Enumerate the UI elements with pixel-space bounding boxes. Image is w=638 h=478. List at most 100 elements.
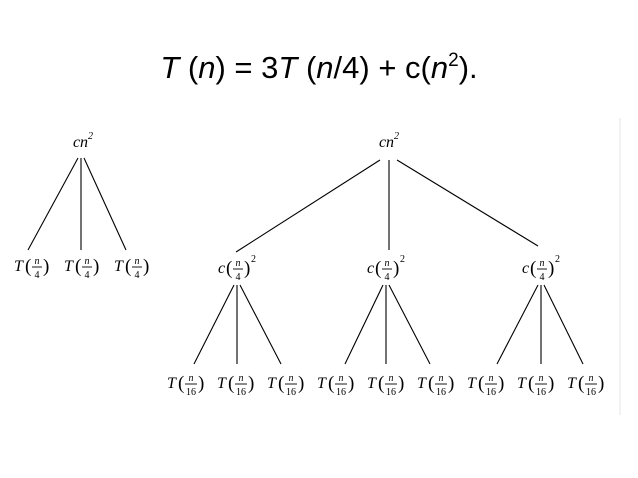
right-edge-a1 [193, 284, 235, 365]
left-child-1-lparen: ( [25, 256, 31, 277]
left-child-1-num: n [35, 256, 40, 267]
right-leaf-2-fn: T [217, 375, 227, 392]
right-leaf-7: T ( n 16 ) [467, 373, 504, 398]
right-leaf-2-rparen: ) [248, 373, 254, 394]
right-leaf-9-lparen: ( [578, 373, 584, 394]
right-level1-node-1-lparen: ( [226, 258, 232, 279]
right-leaf-5-rparen: ) [398, 373, 404, 394]
right-leaf-8-rparen: ) [548, 373, 554, 394]
right-leaf-8-den: 16 [536, 387, 546, 398]
right-level1-node-3-lparen: ( [530, 258, 536, 279]
right-level1-node-1-den: 4 [236, 272, 241, 283]
right-leaf-4-rparen: ) [348, 373, 354, 394]
right-level1-node-2-rparen: ) [393, 258, 399, 279]
right-leaf-6-den: 16 [436, 387, 446, 398]
right-leaf-6-fn: T [417, 375, 427, 392]
right-leaf-4-fn: T [317, 375, 327, 392]
right-level1-node-3-rparen: ) [548, 258, 554, 279]
right-leaf-6: T ( n 16 ) [417, 373, 454, 398]
right-leaf-7-fn: T [467, 375, 477, 392]
right-level1-node-2-num: n [385, 258, 390, 269]
right-leaf-1: T ( n 16 ) [167, 373, 204, 398]
right-leaf-3-fn: T [267, 375, 277, 392]
left-child-2-lparen: ( [75, 256, 81, 277]
right-leaf-9-rparen: ) [598, 373, 604, 394]
right-leaf-2-num: n [239, 373, 244, 384]
right-leaf-8-lparen: ( [528, 373, 534, 394]
left-child-2-rparen: ) [93, 256, 99, 277]
left-child-1: T ( n 4 ) [14, 256, 49, 281]
left-child-3: T ( n 4 ) [114, 256, 149, 281]
left-edge-1 [27, 157, 79, 251]
right-leaf-5-fn: T [367, 375, 377, 392]
right-level1-node-1-num: n [236, 258, 241, 269]
right-leaf-6-lparen: ( [428, 373, 434, 394]
right-level1-node-2-den: 4 [385, 272, 390, 283]
right-edge-root-1 [235, 159, 381, 253]
right-leaf-6-rparen: ) [448, 373, 454, 394]
left-child-3-rparen: ) [143, 256, 149, 277]
right-level1-node-3-num: n [540, 258, 545, 269]
right-edge-a3 [239, 284, 282, 365]
right-level1-node-2: c ( n 4 ) 2 [367, 254, 405, 283]
right-level1-node-1: c ( n 4 ) 2 [218, 254, 256, 283]
left-child-1-fn: T [14, 258, 24, 275]
left-child-2: T ( n 4 ) [64, 256, 99, 281]
right-leaf-3: T ( n 16 ) [267, 373, 304, 398]
left-child-3-den: 4 [135, 270, 140, 281]
left-child-2-den: 4 [85, 270, 90, 281]
right-leaf-4: T ( n 16 ) [317, 373, 354, 398]
right-level1-node-1-exp: 2 [251, 254, 256, 265]
left-child-2-fn: T [64, 258, 74, 275]
right-level1-node-3-c: c [522, 260, 529, 277]
right-leaf-7-den: 16 [486, 387, 496, 398]
right-leaf-7-rparen: ) [498, 373, 504, 394]
right-leaf-3-rparen: ) [298, 373, 304, 394]
right-leaf-1-fn: T [167, 375, 177, 392]
right-root-node: cn2 [379, 131, 399, 151]
right-leaf-8-num: n [539, 373, 544, 384]
right-edge-c3 [543, 284, 584, 365]
right-leaf-2-den: 16 [236, 387, 246, 398]
right-level1-node-3: c ( n 4 ) 2 [522, 254, 560, 283]
left-root-node: cn2 [73, 131, 93, 151]
right-leaf-5-num: n [389, 373, 394, 384]
right-leaf-4-num: n [339, 373, 344, 384]
left-tree-edges [27, 157, 127, 251]
right-edge-c1 [496, 284, 539, 365]
right-leaf-9-fn: T [567, 375, 577, 392]
right-leaf-5-den: 16 [386, 387, 396, 398]
right-leaf-5: T ( n 16 ) [367, 373, 404, 398]
right-leaf-7-num: n [489, 373, 494, 384]
right-leaf-3-num: n [289, 373, 294, 384]
right-leaf-4-lparen: ( [328, 373, 334, 394]
right-level1-node-3-exp: 2 [555, 254, 560, 265]
right-leaf-3-lparen: ( [278, 373, 284, 394]
right-leaf-8: T ( n 16 ) [517, 373, 554, 398]
right-leaf-9-den: 16 [586, 387, 596, 398]
right-leaf-1-den: 16 [186, 387, 196, 398]
left-child-3-num: n [135, 256, 140, 267]
right-tree-top-edges [235, 159, 539, 253]
left-child-3-lparen: ( [125, 256, 131, 277]
right-leaf-6-num: n [439, 373, 444, 384]
left-child-1-rparen: ) [43, 256, 49, 277]
right-leaf-1-rparen: ) [198, 373, 204, 394]
left-edge-3 [83, 157, 127, 251]
right-level1-node-3-den: 4 [540, 272, 545, 283]
left-child-3-fn: T [114, 258, 124, 275]
right-leaf-3-den: 16 [286, 387, 296, 398]
right-level1-node-1-c: c [218, 260, 225, 277]
right-leaf-7-lparen: ( [478, 373, 484, 394]
right-leaf-9: T ( n 16 ) [567, 373, 604, 398]
right-leaf-1-lparen: ( [178, 373, 184, 394]
recurrence-title: T (n) = 3T (n/4) + c(n2). [160, 50, 477, 85]
right-leaf-1-num: n [189, 373, 194, 384]
right-level1-node-2-lparen: ( [375, 258, 381, 279]
right-edge-root-3 [396, 159, 539, 247]
right-tree-bottom-edges [193, 284, 584, 365]
right-leaf-2: T ( n 16 ) [217, 373, 254, 398]
right-level1-node-1-rparen: ) [244, 258, 250, 279]
